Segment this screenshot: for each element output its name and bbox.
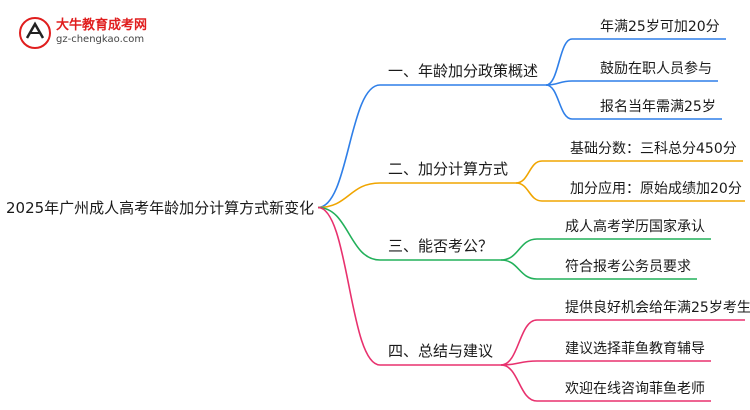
connector-branch-3-leaf-1 [500, 238, 538, 261]
leaf-node-1-3: 报名当年需满25岁 [600, 99, 716, 115]
branch-node-1: 一、年龄加分政策概述 [388, 62, 539, 80]
leaf-node-1-2: 鼓励在职人员参与 [600, 61, 712, 77]
connector-root-branch-3 [317, 206, 381, 261]
leaf-node-4-3: 欢迎在线咨询菲鱼老师 [565, 381, 705, 397]
logo-url: gz-chengkao.com [56, 34, 145, 45]
logo-icon [19, 17, 51, 49]
leaf-node-3-2: 符合报考公务员要求 [565, 259, 691, 275]
leaf-node-2-2: 加分应用：原始成绩加20分 [570, 181, 742, 197]
connector-branch-2-leaf-1 [515, 160, 543, 184]
leaf-node-4-2: 建议选择菲鱼教育辅导 [565, 341, 705, 357]
leaf-node-4-1: 提供良好机会给年满25岁考生 [565, 300, 750, 316]
connector-branch-2-leaf-2 [515, 182, 543, 202]
logo-name: 大牛教育成考网 [56, 18, 148, 33]
connector-root-branch-2 [317, 182, 381, 209]
site-logo: 大牛教育成考网 gz-chengkao.com [18, 14, 168, 54]
connector-branch-1-leaf-1 [545, 38, 573, 86]
leaf-node-1-1: 年满25岁可加20分 [600, 19, 720, 35]
root-node: 2025年广州成人高考年龄加分计算方式新变化 [6, 199, 315, 217]
branch-node-3: 三、能否考公？ [388, 237, 494, 255]
connector-branch-4-leaf-1 [500, 319, 538, 366]
connector-root-branch-1 [317, 84, 381, 209]
connector-branch-1-leaf-3 [545, 84, 573, 120]
leaf-node-2-1: 基础分数：三科总分450分 [570, 141, 737, 157]
connector-branch-4-leaf-3 [500, 364, 538, 402]
connector-branch-3-leaf-2 [500, 259, 538, 280]
branch-node-2: 二、加分计算方式 [388, 160, 509, 178]
branch-node-4: 四、总结与建议 [388, 342, 494, 360]
leaf-node-3-1: 成人高考学历国家承认 [565, 219, 705, 235]
connector-root-branch-4 [317, 206, 381, 366]
